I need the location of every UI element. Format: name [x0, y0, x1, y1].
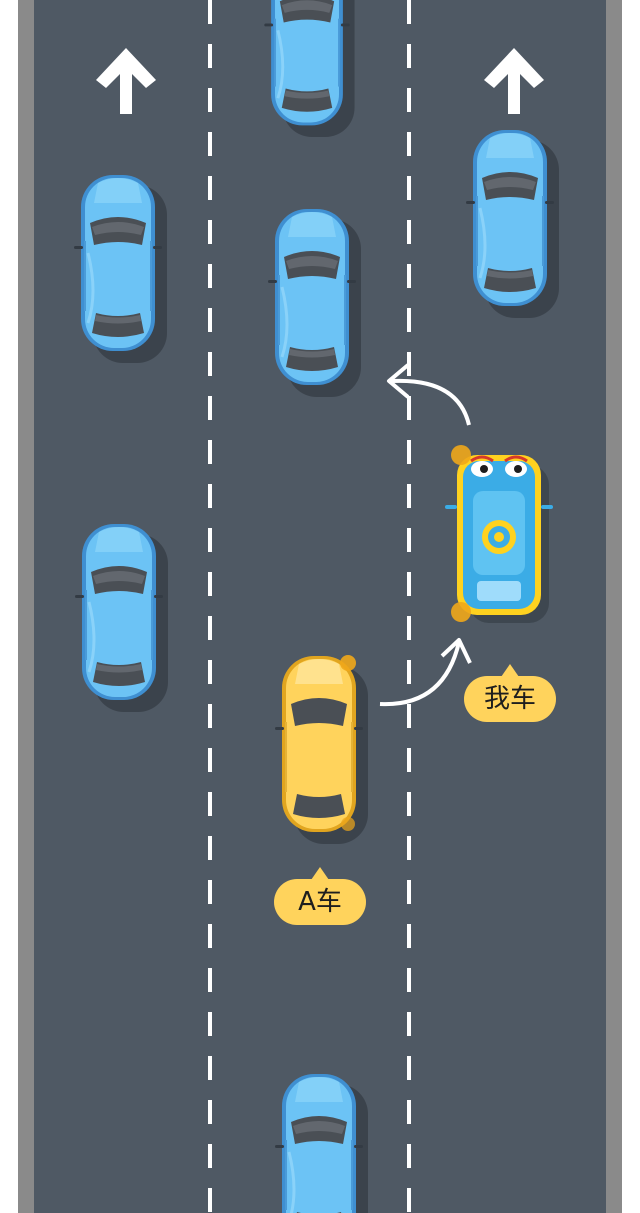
turn-signal-light — [340, 655, 356, 671]
turn-signal-light — [451, 602, 471, 622]
my-car-label: 我车 — [464, 676, 556, 722]
traffic-car — [74, 175, 167, 363]
road-shoulder-left — [18, 0, 34, 1213]
road-shoulder-right — [606, 0, 622, 1213]
traffic-car — [466, 130, 559, 318]
turn-signal-light — [451, 445, 471, 465]
turn-signal-light — [341, 817, 355, 831]
traffic-car — [75, 524, 168, 712]
traffic-car — [268, 209, 361, 397]
car-a — [275, 656, 368, 844]
traffic-car — [275, 1074, 368, 1213]
my-car — [445, 455, 553, 623]
car-a-label: A车 — [274, 879, 366, 925]
